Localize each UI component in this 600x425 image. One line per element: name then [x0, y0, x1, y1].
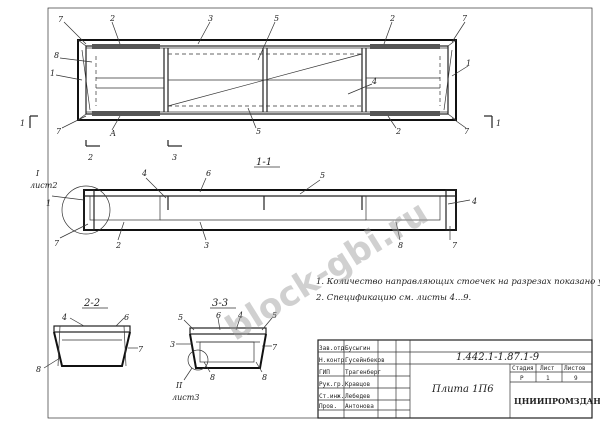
plan-label-2-top-right: 2: [389, 14, 395, 23]
s22-label-4: 4: [61, 313, 67, 322]
section-1-1: 1-1 I лист2 1 4 6 5 4 7 2 3 8 7: [30, 157, 477, 250]
plan-label-8: 8: [54, 51, 59, 60]
cut-marker-1-right: 1: [496, 119, 501, 128]
detail-node-II-circle: [187, 349, 209, 371]
role-1: Н.контр.: [319, 357, 348, 364]
s22-label-8: 8: [36, 365, 41, 374]
cut-marker-1-left: 1: [20, 119, 25, 128]
note-2: 2. Спецификацию см. листы 4...9.: [315, 293, 471, 303]
s11-label-7-left: 7: [54, 239, 60, 248]
cut-marker-2: 2: [87, 153, 93, 162]
note-1: 1. Количество направляющих стоечек на ра…: [316, 277, 600, 287]
organization: ЦНИИПРОМЗДАНИЙ: [514, 396, 600, 406]
role-0: Зав.отд.: [319, 345, 348, 352]
node-I-sheet: лист2: [30, 181, 57, 190]
s11-label-2: 2: [115, 241, 121, 250]
doc-code: 1.442.1-1.87.1-9: [456, 352, 540, 363]
s33-label-8-right: 8: [262, 373, 267, 382]
name-5: Антонова: [345, 403, 374, 410]
s11-label-4-right: 4: [471, 197, 477, 206]
plan-label-7-bottom-right: 7: [464, 127, 470, 136]
plan-label-5-top: 5: [274, 14, 279, 23]
cut-marker-3: 3: [172, 153, 177, 162]
plan-label-7-bottom-left: 7: [56, 127, 62, 136]
plan-label-7-top-right: 7: [462, 14, 468, 23]
s22-label-7: 7: [138, 345, 144, 354]
role-4: Ст.инж.: [319, 393, 344, 400]
plan-label-A: А: [109, 129, 116, 138]
plan-label-3-top: 3: [208, 14, 213, 23]
node-II-label: II: [175, 381, 183, 390]
section-3-3: 3-3 5 6 4 5 3 7 8 8 II лист3: [170, 298, 278, 402]
plan-label-4: 4: [371, 77, 377, 86]
name-2: Трагенберг: [345, 369, 381, 376]
section-3-3-title: 3-3: [212, 298, 228, 309]
s33-label-5-right: 5: [272, 311, 277, 320]
s33-label-8-left: 8: [210, 373, 215, 382]
name-1: Гусейнбеков: [345, 357, 385, 364]
role-3: Рук.гр.: [319, 381, 344, 388]
plan-label-2-top: 2: [109, 14, 115, 23]
s11-label-1: 1: [46, 199, 51, 208]
section-2-2: 2-2 4 6 8 7: [36, 298, 144, 374]
section-1-1-title: 1-1: [256, 157, 272, 168]
s11-label-5: 5: [320, 171, 325, 180]
s33-label-4: 4: [237, 311, 243, 320]
role-5: Пров.: [319, 403, 337, 410]
s33-label-6: 6: [216, 311, 221, 320]
watermark: block-gbi.ru: [219, 193, 436, 349]
detail-node-I-circle: [61, 185, 111, 235]
sheets-header: Листов: [564, 365, 586, 372]
node-I-label: I: [35, 169, 40, 178]
s33-label-5-left: 5: [178, 313, 183, 322]
name-4: Лебедев: [345, 393, 370, 400]
role-2: ГИП: [319, 369, 330, 376]
s11-label-7-right: 7: [452, 241, 458, 250]
s11-label-8: 8: [398, 241, 403, 250]
title-block: 1.442.1-1.87.1-9 Плита 1П6 Стадия Лист Л…: [317, 339, 600, 419]
plan-label-1-right: 1: [466, 59, 471, 68]
s11-label-6: 6: [206, 169, 211, 178]
plan-label-5-bottom: 5: [256, 127, 261, 136]
node-II-sheet: лист3: [172, 393, 199, 402]
sheet-value: 1: [546, 375, 550, 382]
sheet-header: Лист: [540, 365, 555, 372]
stage-value: Р: [520, 375, 524, 382]
item-name: Плита 1П6: [431, 384, 494, 395]
plan-label-1-left: 1: [50, 69, 55, 78]
s22-label-6: 6: [124, 313, 129, 322]
sheets-value: 9: [574, 375, 578, 382]
s11-label-4: 4: [141, 169, 147, 178]
plan-label-7-top-left: 7: [58, 15, 64, 24]
name-0: Бусыгин: [345, 345, 371, 352]
section-2-2-title: 2-2: [83, 298, 100, 309]
plan-label-2-bottom: 2: [395, 127, 401, 136]
s11-label-3: 3: [204, 241, 209, 250]
s33-label-7: 7: [272, 343, 278, 352]
s33-label-3: 3: [170, 340, 175, 349]
name-3: Кравцов: [345, 381, 370, 388]
stage-header: Стадия: [512, 365, 534, 372]
plan-view: 7 2 3 5 2 7 8 1 1 4 7 А 5 2 7 1 1 2 3: [20, 14, 501, 162]
